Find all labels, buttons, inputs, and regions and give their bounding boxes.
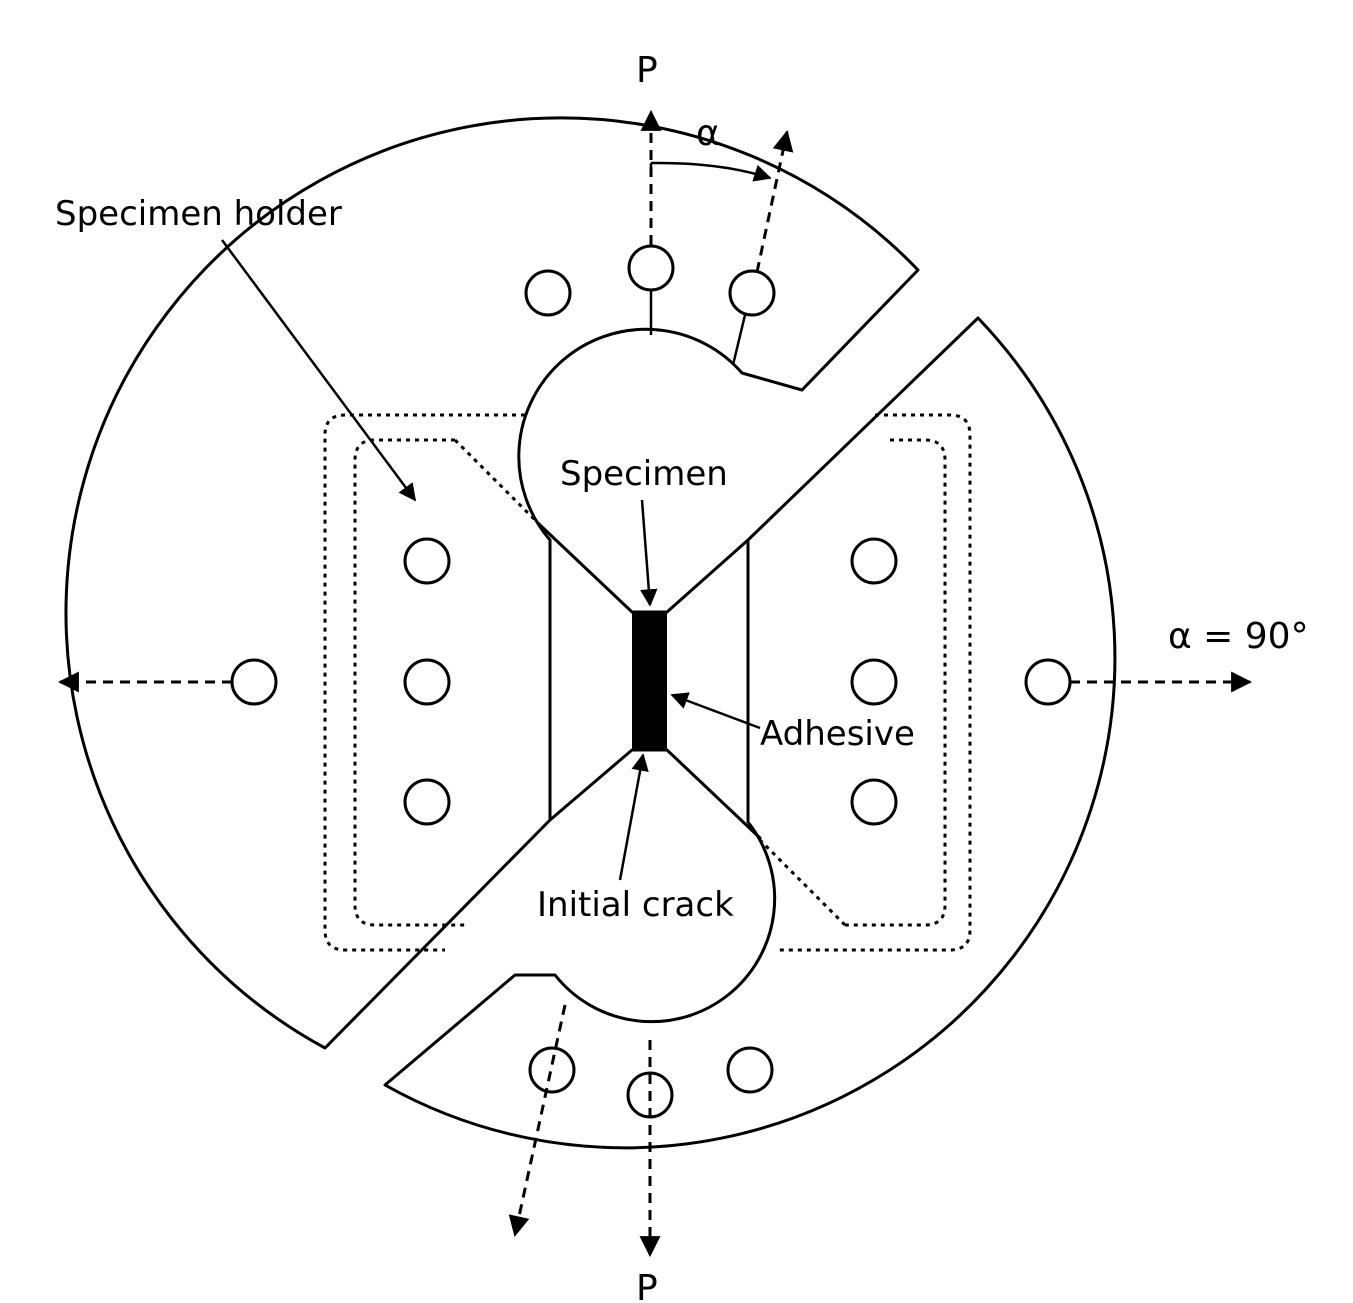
specimen-leader	[640, 499, 658, 607]
angle-value-label: α = 90°	[1168, 616, 1309, 657]
load-arrow-bottom	[508, 1004, 661, 1258]
load-label-top: P	[636, 50, 658, 91]
load-label-bottom: P	[636, 1268, 658, 1303]
fixture-piece-lower-right	[383, 316, 1117, 1150]
adhesive-leader	[670, 692, 761, 730]
specimen-holder-leader	[220, 239, 417, 502]
initial-crack-leader	[618, 753, 649, 881]
load-arrow-top	[640, 109, 794, 273]
specimen-label: Specimen	[560, 454, 728, 494]
angle-indicator	[649, 161, 772, 182]
holder-outline-right	[758, 413, 972, 952]
initial-crack-label: Initial crack	[537, 885, 734, 925]
specimen-lower-taper	[548, 748, 762, 840]
load-line-connectors	[649, 290, 747, 366]
specimen-holder-label: Specimen holder	[55, 194, 342, 234]
adhesive-layer	[632, 612, 667, 750]
bolt-holes	[230, 244, 1072, 1119]
holder-outline-left	[323, 413, 542, 952]
fixture-piece-upper-left	[64, 116, 920, 1050]
angle-label: α	[696, 113, 720, 154]
adhesive-label: Adhesive	[760, 714, 915, 754]
